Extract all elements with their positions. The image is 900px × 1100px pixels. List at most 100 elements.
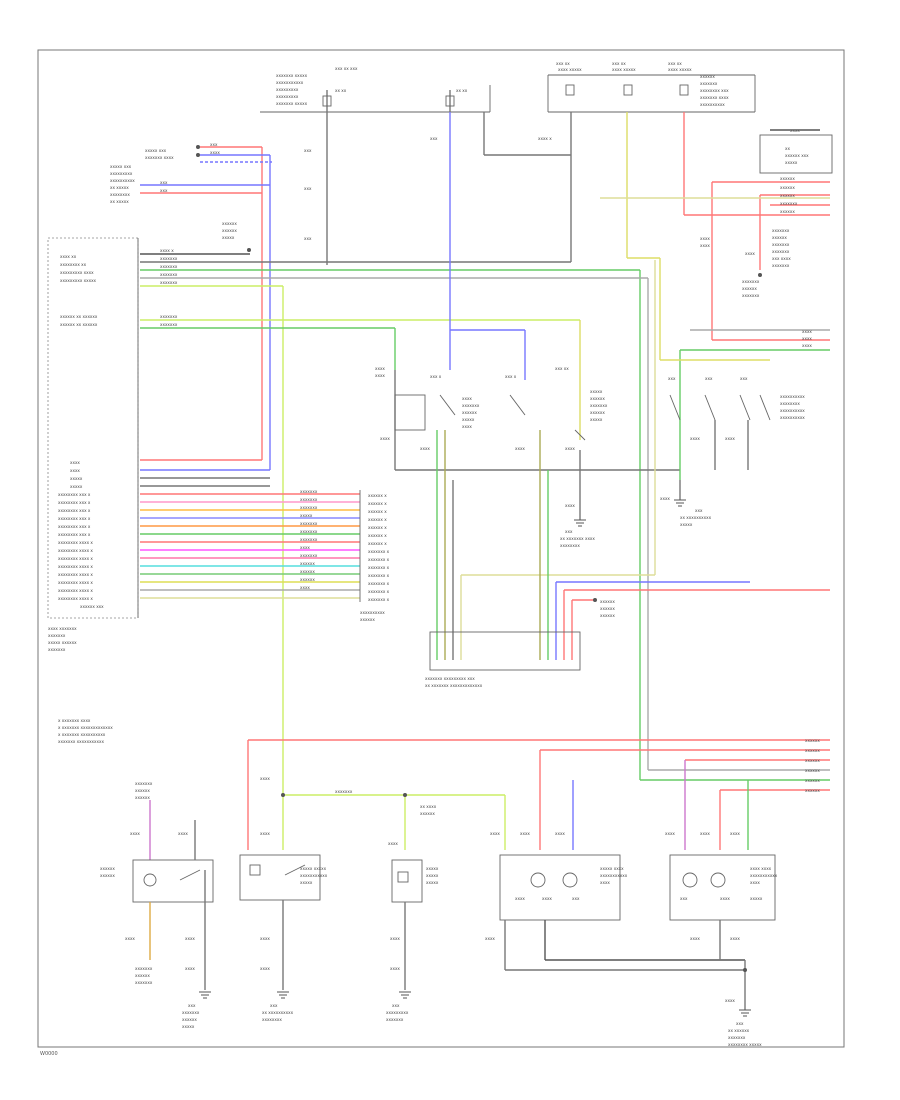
svg-text:xxxxxxx: xxxxxxx — [742, 293, 760, 298]
svg-text:xxxxxxxxx: xxxxxxxxx — [110, 171, 133, 176]
svg-text:xxxxx xxxxxx: xxxxx xxxxxx — [48, 640, 77, 645]
svg-text:xxxxxxx: xxxxxxx — [135, 781, 153, 786]
svg-text:xxxx: xxxx — [520, 831, 530, 836]
svg-text:xxxx: xxxx — [690, 936, 700, 941]
svg-text:xxxxxx x: xxxxxx x — [368, 541, 387, 546]
svg-text:xxxxxx: xxxxxx — [100, 866, 115, 871]
svg-text:xxxxxxxx: xxxxxxxx — [262, 1017, 282, 1022]
svg-text:xxxx: xxxx — [730, 831, 740, 836]
svg-text:xxxx: xxxx — [178, 831, 188, 836]
svg-text:xxxx: xxxx — [542, 896, 552, 901]
svg-text:xxxx xxxxxxx: xxxx xxxxxxx — [48, 626, 77, 631]
svg-text:xxx: xxx — [160, 180, 168, 185]
svg-text:xxxx: xxxx — [130, 831, 140, 836]
svg-text:xx xxxxxxx xxxxxxxxxxxxx: xx xxxxxxx xxxxxxxxxxxxx — [425, 683, 483, 688]
svg-text:xxxx: xxxx — [300, 545, 310, 550]
svg-text:xxx: xxx — [705, 376, 713, 381]
notes: x xxxxxxx xxxx x xxxxxxx xxxxxxxxxxxxx x… — [58, 718, 113, 744]
svg-text:xxxxxx xx xxxxxx: xxxxxx xx xxxxxx — [60, 314, 98, 319]
svg-text:xxxx xxxxx: xxxx xxxxx — [558, 67, 582, 72]
svg-text:xxxxxxx: xxxxxxx — [48, 633, 66, 638]
svg-text:xxxxxxxxx: xxxxxxxxx — [276, 94, 299, 99]
license-lamp: xxxxxxx xxxxxx xxxxxx xxxxxx xxxxxx xxxx… — [100, 781, 214, 990]
svg-text:xxxxxx: xxxxxx — [780, 185, 795, 190]
svg-text:xxx: xxx — [304, 236, 312, 241]
svg-text:xxxx: xxxx — [802, 329, 812, 334]
svg-text:xxxx: xxxx — [700, 243, 710, 248]
svg-text:xxxxxxx xxxxxxxxx xxx: xxxxxxx xxxxxxxxx xxx — [425, 676, 475, 681]
mirror-switch-block: xxxx xxxx xxx x xxx x xxx xx xxxx xxxxxx… — [375, 112, 680, 508]
svg-text:xxxx: xxxx — [300, 585, 310, 590]
svg-text:xxxx: xxxx — [660, 496, 670, 501]
svg-text:xxxxxxxx xxxx x: xxxxxxxx xxxx x — [58, 540, 93, 545]
svg-text:xxxxx: xxxxx — [70, 484, 83, 489]
svg-text:xxxxx: xxxxx — [222, 235, 235, 240]
svg-text:xxxx: xxxx — [260, 776, 270, 781]
svg-text:xxxxxxx xxxxxxxxxxx: xxxxxxx xxxxxxxxxxx — [58, 739, 104, 744]
svg-text:xxxxxx: xxxxxx — [600, 613, 615, 618]
svg-text:xxxxxxxxxxx: xxxxxxxxxxx — [300, 873, 328, 878]
svg-text:xxxxxx: xxxxxx — [805, 788, 820, 793]
svg-text:xxxx: xxxx — [210, 150, 220, 155]
svg-text:xxxxxxxx xxxx x: xxxxxxxx xxxx x — [58, 580, 93, 585]
svg-text:xxxxxxxxx: xxxxxxxxx — [276, 87, 299, 92]
svg-text:xxxxxxxx xx: xxxxxxxx xx — [60, 262, 87, 267]
svg-text:xxxxxxxx xxx x: xxxxxxxx xxx x — [58, 524, 91, 529]
svg-text:xxxx: xxxx — [515, 896, 525, 901]
svg-text:xxxxxxx: xxxxxxx — [462, 403, 480, 408]
svg-text:xxxx: xxxx — [70, 460, 80, 465]
svg-text:xxxxxxx: xxxxxxx — [160, 264, 178, 269]
svg-text:xxxxxxx x: xxxxxxx x — [368, 589, 390, 594]
svg-text:xxxxxx: xxxxxx — [590, 396, 605, 401]
svg-text:xx xxxx: xx xxxx — [420, 804, 437, 809]
svg-text:xxxx: xxxx — [185, 936, 195, 941]
svg-text:xx xxxxxxxxxx: xx xxxxxxxxxx — [262, 1010, 294, 1015]
svg-text:xxxx: xxxx — [490, 831, 500, 836]
svg-text:xxxxx: xxxxx — [182, 1024, 195, 1029]
svg-text:xxxx: xxxx — [462, 396, 472, 401]
svg-text:xxxx: xxxx — [420, 446, 430, 451]
svg-text:xxxxxx: xxxxxx — [100, 873, 115, 878]
bcm-upper-wires: xxxx x xxxxxxx xxxxxxx xxxxxxx xxxxxxx — [140, 248, 830, 795]
svg-text:xxxx: xxxx — [690, 436, 700, 441]
svg-text:xxxxxxx: xxxxxxx — [772, 249, 790, 254]
svg-text:xxxxxxx x: xxxxxxx x — [368, 565, 390, 570]
svg-text:xxxx: xxxx — [555, 831, 565, 836]
svg-text:xxxxxx: xxxxxx — [300, 577, 315, 582]
svg-text:xxx: xxx — [668, 376, 676, 381]
svg-text:xxxxxxxxxx: xxxxxxxxxx — [780, 415, 805, 420]
svg-text:xxxx: xxxx — [725, 436, 735, 441]
svg-text:xxxxxxx: xxxxxxx — [700, 81, 718, 86]
svg-text:xxxxxx: xxxxxx — [805, 738, 820, 743]
svg-text:xxxxxx x: xxxxxx x — [368, 517, 387, 522]
svg-text:xx: xx — [785, 146, 790, 151]
svg-text:xxxxxxx: xxxxxxx — [772, 242, 790, 247]
svg-text:xxxx: xxxx — [802, 343, 812, 348]
svg-text:xxxxx: xxxxx — [590, 417, 603, 422]
svg-text:xxxxxxxx: xxxxxxxx — [110, 192, 130, 197]
svg-text:xxx: xxx — [695, 508, 703, 513]
svg-text:xxxxxxx xxxx: xxxxxxx xxxx — [700, 95, 729, 100]
svg-text:xxxx: xxxx — [802, 336, 812, 341]
svg-text:xxxx: xxxx — [600, 880, 610, 885]
svg-text:xxxx: xxxx — [700, 236, 710, 241]
svg-text:xxxxxx x: xxxxxx x — [368, 493, 387, 498]
svg-text:xxxxxx: xxxxxx — [135, 973, 150, 978]
svg-text:xxxx: xxxx — [515, 446, 525, 451]
svg-text:xxxxxx: xxxxxx — [780, 209, 795, 214]
svg-text:xxxxxx: xxxxxx — [780, 176, 795, 181]
svg-text:xxxx: xxxx — [390, 966, 400, 971]
rear-combination-lamp-right: xxxxx xxxx xxxxxxxxxxx xxxx xxxx xxxx xx… — [485, 831, 745, 971]
svg-text:xxxxxxxxx xxxx: xxxxxxxxx xxxx — [60, 270, 94, 275]
trailer-connector-harness: xxxxxxx xxxxxxxxx xxx xx xxxxxxx xxxxxxx… — [425, 260, 830, 688]
svg-text:xxxx: xxxx — [730, 936, 740, 941]
svg-text:xxxxxx: xxxxxx — [805, 778, 820, 783]
svg-text:xxxx: xxxx — [462, 424, 472, 429]
right-relay-switches: xxxxxx xxxxxx xxxxxx xxxxxxx xxxxxx xxxx… — [600, 112, 830, 501]
svg-text:xxx: xxx — [572, 896, 580, 901]
svg-text:xxxxxxx: xxxxxxx — [742, 279, 760, 284]
fuse-block-left: xxx xx xxx xxxxxxx xxxxx xxxxxxxxxxx xxx… — [260, 66, 491, 113]
svg-text:xxxx x: xxxx x — [538, 136, 552, 141]
